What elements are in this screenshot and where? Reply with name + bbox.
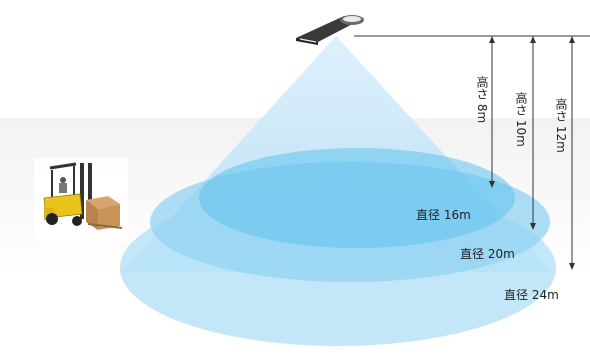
forklift-icon [34,158,128,242]
height-label-12m: 高さ 12m [555,98,567,153]
diameter-label-20m: 直径 20m [460,245,515,262]
height-label-8m: 高さ 8m [476,76,488,123]
height-label-10m: 高さ 10m [515,92,527,147]
ellipse-16m [199,148,515,248]
diameter-label-16m: 直径 16m [416,206,471,223]
highbay-light-icon [296,15,364,45]
diameter-label-24m: 直径 24m [504,286,559,303]
